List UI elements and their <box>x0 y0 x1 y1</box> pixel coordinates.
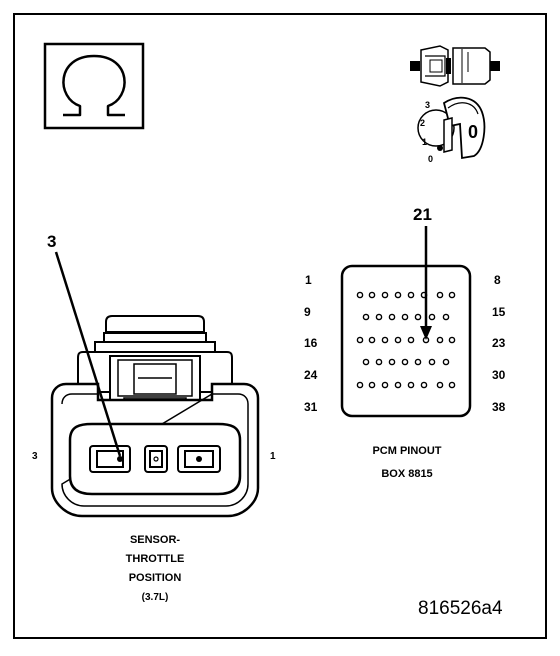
ohm-icon <box>62 54 126 117</box>
pcm-pin-cavity-1 <box>356 291 364 299</box>
pcm-pin-cavity-34 <box>394 381 402 389</box>
pcm-row5-right-pin: 38 <box>492 400 506 414</box>
pcm-pin-cavity-3 <box>381 291 389 299</box>
pcm-callout-number: 21 <box>413 205 432 224</box>
pcm-row3-left-pin: 16 <box>304 336 318 350</box>
pcm-pin-cavity-11 <box>388 313 396 321</box>
pcm-row1-left-pin: 1 <box>305 273 312 287</box>
figure-id: 816526a4 <box>418 598 503 619</box>
ohm-symbol-box <box>43 42 145 130</box>
pcm-row2-left-pin: 9 <box>304 305 311 319</box>
pcm-row3-right-pin: 23 <box>492 336 506 350</box>
pcm-connector <box>340 264 472 418</box>
pcm-pin-cavity-4 <box>394 291 402 299</box>
key-position-0: 0 <box>428 154 434 164</box>
pcm-pin-cavity-12 <box>401 313 409 321</box>
pcm-pin-cavity-17 <box>368 336 376 344</box>
pcm-row5-left-pin: 31 <box>304 400 318 414</box>
pcm-pin-cavity-31 <box>356 381 364 389</box>
sensor-caption-line-3: POSITION <box>128 572 182 584</box>
key-indicator-dot <box>437 145 443 151</box>
sensor-callout-line <box>54 251 122 457</box>
pcm-callout-arrowhead <box>420 326 432 340</box>
connector-plug-icon <box>410 45 500 87</box>
pcm-pin-cavity-23 <box>448 336 456 344</box>
key-label: 0 <box>468 122 479 142</box>
sensor-caption-line-1: SENSOR- <box>129 534 181 546</box>
pcm-pin-cavity-24 <box>362 358 370 366</box>
pcm-pin-cavity-29 <box>428 358 436 366</box>
pcm-pin-cavity-22 <box>436 336 444 344</box>
sensor-left-pin-number: 3 <box>32 451 38 462</box>
outer-border <box>13 13 547 639</box>
pcm-pin-cavity-10 <box>375 313 383 321</box>
pcm-caption-line-1: PCM PINOUT <box>372 445 442 457</box>
pcm-pin-cavity-8 <box>448 291 456 299</box>
pcm-caption-line-2: BOX 8815 <box>381 468 433 480</box>
sensor-right-pin-number: 1 <box>270 451 276 462</box>
pcm-pin-cavity-35 <box>407 381 415 389</box>
sensor-callout-number: 3 <box>47 232 57 251</box>
pcm-pin-cavity-33 <box>381 381 389 389</box>
sensor-caption-line-4: (3.7L) <box>141 592 169 603</box>
pcm-pin-cavity-16 <box>356 336 364 344</box>
pcm-row2-right-pin: 15 <box>492 305 506 319</box>
pcm-row4-right-pin: 30 <box>492 368 506 382</box>
pcm-row1-right-pin: 8 <box>494 273 501 287</box>
pcm-pin-cavity-30 <box>442 358 450 366</box>
pcm-pin-cavity-7 <box>436 291 444 299</box>
pcm-pin-cavity-32 <box>368 381 376 389</box>
sensor-connector <box>50 315 260 518</box>
pcm-pin-cavity-27 <box>401 358 409 366</box>
pcm-pin-cavity-20 <box>407 336 415 344</box>
pcm-pin-cavity-26 <box>388 358 396 366</box>
pcm-pin-cavity-37 <box>436 381 444 389</box>
pcm-pin-cavity-9 <box>362 313 370 321</box>
pcm-row4-left-pin: 24 <box>304 368 318 382</box>
key-position-3: 3 <box>425 100 431 110</box>
pcm-pin-cavity-2 <box>368 291 376 299</box>
pcm-pin-cavity-18 <box>381 336 389 344</box>
ignition-key-icon <box>417 96 486 160</box>
pcm-pin-cavity-13 <box>414 313 422 321</box>
key-position-2: 2 <box>420 118 426 128</box>
pcm-pin-cavity-19 <box>394 336 402 344</box>
sensor-caption-line-2: THROTTLE <box>125 553 185 565</box>
pcm-pin-cavity-36 <box>420 381 428 389</box>
pcm-pin-cavity-38 <box>448 381 456 389</box>
pcm-pin-cavity-14 <box>428 313 436 321</box>
pcm-pin-cavity-28 <box>414 358 422 366</box>
key-position-1: 1 <box>422 137 428 147</box>
pcm-pin-cavity-15 <box>442 313 450 321</box>
pcm-pin-cavity-25 <box>375 358 383 366</box>
pcm-pin-cavity-5 <box>407 291 415 299</box>
